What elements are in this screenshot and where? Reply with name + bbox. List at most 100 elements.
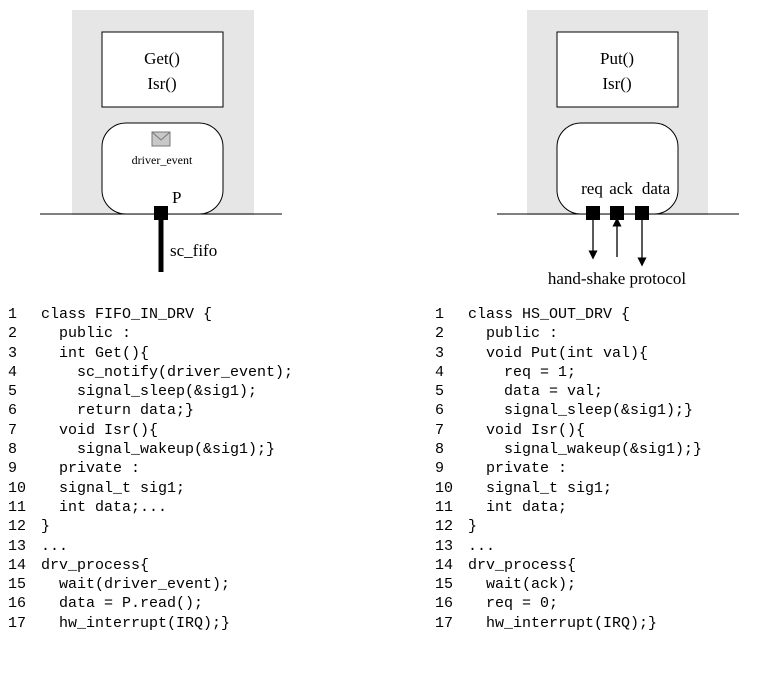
code-line: 3 void Put(int val){ — [435, 344, 702, 363]
line-number: 8 — [435, 441, 445, 459]
code-line: 7 void Isr(){ — [435, 421, 702, 440]
code-text: signal_wakeup(&sig1);} — [468, 441, 703, 459]
port-data — [635, 206, 649, 220]
code-text: hw_interrupt(IRQ);} — [41, 614, 231, 632]
code-line: 9 private : — [435, 459, 702, 478]
code-text: int data;... — [41, 498, 168, 516]
line-number: 5 — [435, 383, 445, 401]
code-text: public : — [468, 325, 559, 343]
code-text: data = val; — [468, 383, 604, 401]
line-number: 6 — [8, 402, 18, 420]
code-line: 5 signal_sleep(&sig1); — [8, 382, 293, 401]
left-method-get: Get() — [144, 49, 180, 68]
code-text: req = 1; — [468, 363, 577, 381]
line-number: 1 — [435, 306, 445, 323]
code-text: public : — [41, 325, 132, 343]
code-text: } — [468, 518, 478, 536]
line-number: 13 — [8, 537, 27, 555]
line-number: 7 — [435, 421, 445, 439]
right-component: Put() Isr() req ack data hand-shake prot… — [497, 10, 739, 288]
code-text: wait(ack); — [468, 576, 577, 594]
code-line: 16 req = 0; — [435, 594, 702, 613]
line-number: 12 — [8, 518, 27, 536]
line-number: 9 — [435, 460, 445, 478]
left-port-p — [154, 206, 168, 220]
code-line: 6 signal_sleep(&sig1);} — [435, 401, 702, 420]
line-number: 15 — [8, 576, 27, 594]
line-number: 14 — [435, 556, 454, 574]
line-number: 5 — [8, 383, 18, 401]
code-line: 3 int Get(){ — [8, 344, 293, 363]
line-number: 17 — [8, 614, 27, 632]
code-text: class HS_OUT_DRV { — [468, 306, 631, 323]
code-line: 7 void Isr(){ — [8, 421, 293, 440]
code-line: 11 int data;... — [8, 498, 293, 517]
code-line: 2 public : — [8, 324, 293, 343]
code-line: 1 class FIFO_IN_DRV { — [8, 305, 293, 324]
code-line: 15 wait(ack); — [435, 575, 702, 594]
code-text: void Put(int val){ — [468, 344, 649, 362]
code-line: 12} — [8, 517, 293, 536]
port-req — [586, 206, 600, 220]
code-text: signal_wakeup(&sig1);} — [41, 441, 276, 459]
code-line: 5 data = val; — [435, 382, 702, 401]
code-text: } — [41, 518, 51, 536]
left-methods-box — [101, 31, 224, 108]
line-number: 2 — [8, 325, 18, 343]
line-number: 3 — [8, 344, 18, 362]
right-methods-box — [556, 31, 679, 108]
port-ack — [610, 206, 624, 220]
code-line: 17 hw_interrupt(IRQ);} — [8, 614, 293, 633]
line-number: 13 — [435, 537, 454, 555]
code-line: 2 public : — [435, 324, 702, 343]
code-line: 10 signal_t sig1; — [8, 479, 293, 498]
code-line: 4 req = 1; — [435, 363, 702, 382]
line-number: 16 — [435, 595, 454, 613]
sc-fifo-label: sc_fifo — [170, 241, 217, 260]
code-text: wait(driver_event); — [41, 576, 231, 594]
line-number: 10 — [8, 479, 27, 497]
driver-event-label: driver_event — [132, 153, 193, 167]
code-line: 10 signal_t sig1; — [435, 479, 702, 498]
line-number: 7 — [8, 421, 18, 439]
line-number: 9 — [8, 460, 18, 478]
code-text: ... — [41, 537, 69, 555]
code-text: req = 0; — [468, 595, 559, 613]
left-method-isr: Isr() — [147, 74, 176, 93]
code-text: signal_sleep(&sig1);} — [468, 402, 694, 420]
code-text: class FIFO_IN_DRV { — [41, 306, 213, 323]
code-text: signal_sleep(&sig1); — [41, 383, 258, 401]
line-number: 10 — [435, 479, 454, 497]
code-line: 8 signal_wakeup(&sig1);} — [8, 440, 293, 459]
line-number: 3 — [435, 344, 445, 362]
line-number: 1 — [8, 306, 18, 323]
code-text: sc_notify(driver_event); — [41, 363, 294, 381]
code-text: return data;} — [41, 402, 195, 420]
code-text: private : — [41, 460, 141, 478]
line-number: 6 — [435, 402, 445, 420]
code-text: private : — [468, 460, 568, 478]
code-line: 16 data = P.read(); — [8, 594, 293, 613]
line-number: 4 — [8, 363, 18, 381]
code-line: 8 signal_wakeup(&sig1);} — [435, 440, 702, 459]
code-text: hw_interrupt(IRQ);} — [468, 614, 658, 632]
line-number: 17 — [435, 614, 454, 632]
code-line: 13... — [8, 537, 293, 556]
code-line: 12} — [435, 517, 702, 536]
code-text: data = P.read(); — [41, 595, 204, 613]
right-method-put: Put() — [600, 49, 634, 68]
code-line: 6 return data;} — [8, 401, 293, 420]
line-number: 12 — [435, 518, 454, 536]
line-number: 2 — [435, 325, 445, 343]
line-number: 8 — [8, 441, 18, 459]
port-p-label: P — [172, 188, 181, 207]
code-text: void Isr(){ — [41, 421, 159, 439]
port-req-label: req — [581, 179, 603, 198]
line-number: 15 — [435, 576, 454, 594]
code-line: 13... — [435, 537, 702, 556]
